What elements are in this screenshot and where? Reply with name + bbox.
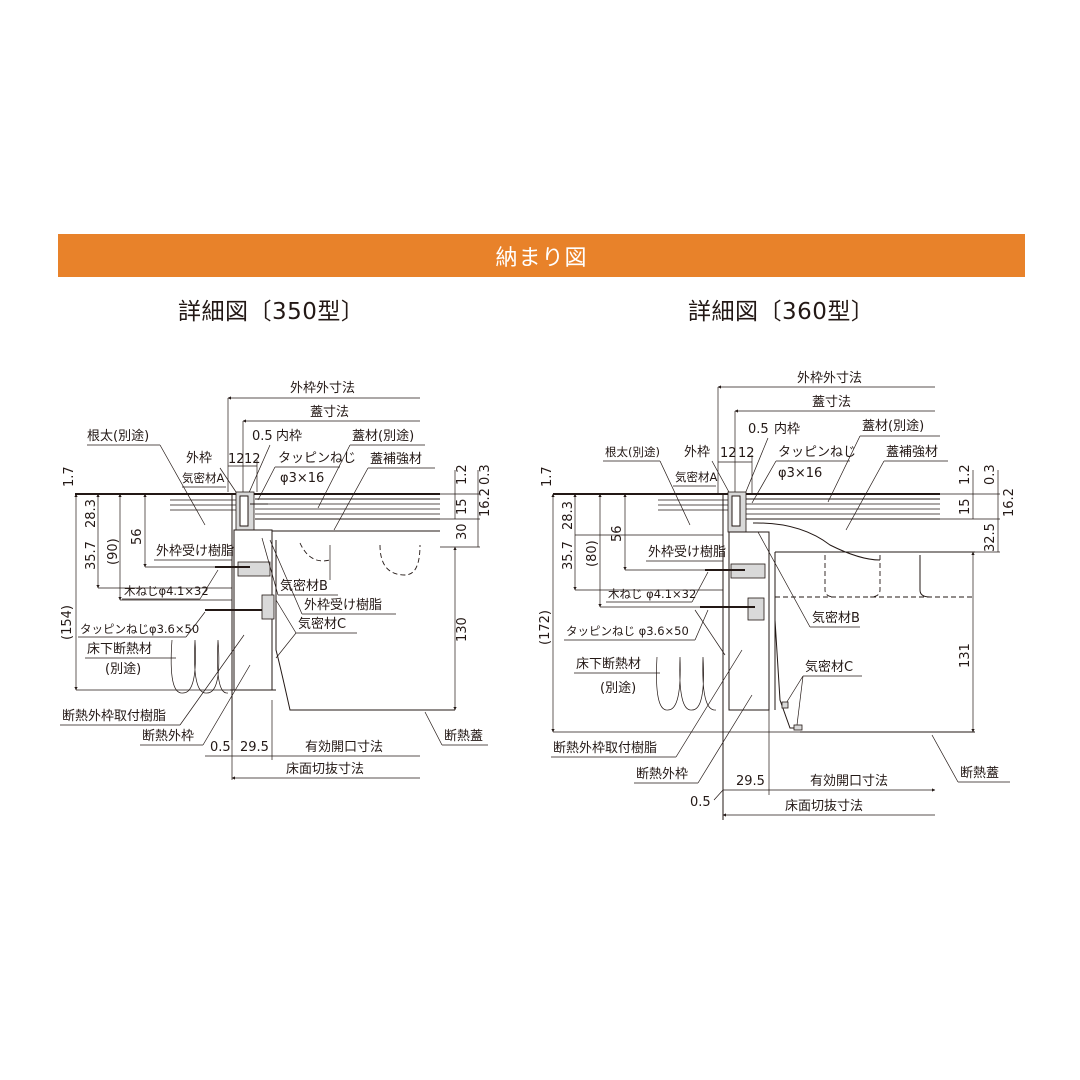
dim-right-mid-360: 32.5 (983, 523, 998, 552)
tapping-screw-large-label-360: タッピンねじ φ3.6×50 (566, 624, 689, 638)
inner-frame-label: 内枠 (276, 428, 302, 444)
dim-frame-a: 12 (228, 452, 245, 467)
underfloor-insulation-note-360: (別途) (600, 680, 636, 696)
wood-screw-label-360: 木ねじ φ4.1×32 (608, 587, 696, 601)
wood-screw-label: 木ねじφ4.1×32 (124, 584, 209, 598)
tapping-screw-large-label: タッピンねじφ3.6×50 (80, 622, 199, 636)
section-banner: 納まり図 (58, 234, 1025, 277)
dim-right-1-2-360: 1.2 (958, 464, 973, 485)
dim-top-gap-360: 0.5 (748, 422, 769, 437)
outer-frame-label: 外枠 (186, 451, 212, 466)
lid-material-label: 蓋材(別途) (352, 428, 414, 444)
diagram-360: 外枠外寸法 蓋寸法 0.5 内枠 12 12 根太(別途) 外枠 気密材A タッ… (538, 371, 1017, 820)
diagram-title-360: 詳細図〔360型〕 (688, 299, 875, 325)
underfloor-insulation-label: 床下断熱材 (87, 642, 152, 657)
dim-left-28-3: 28.3 (84, 499, 99, 528)
effective-opening-label-360: 有効開口寸法 (810, 774, 888, 789)
outer-frame-resin-label-360: 外枠受け樹脂 (648, 545, 726, 560)
dim-left-80-360: (80) (585, 540, 600, 567)
dim-frame-a-360: 12 (720, 446, 737, 461)
tapping-screw-small-label: タッピンねじ (278, 451, 356, 466)
dim-left-90: (90) (106, 538, 121, 565)
dim-top-gap: 0.5 (252, 429, 273, 444)
dim-bottom-29-5: 29.5 (240, 740, 269, 755)
tapping-screw-small-size-360: φ3×16 (778, 466, 822, 481)
floor-cutout-label-360: 床面切抜寸法 (785, 798, 863, 814)
neda-label-360: 根太(別途) (605, 445, 660, 459)
tapping-screw-small-label-360: タッピンねじ (778, 445, 856, 460)
dim-frame-b: 12 (244, 452, 261, 467)
underfloor-insulation-label-360: 床下断熱材 (576, 657, 641, 672)
airtight-c-label: 気密材C (298, 616, 346, 632)
dim-right-depth: 130 (455, 617, 470, 642)
lid-material-label-360: 蓋材(別途) (862, 418, 924, 434)
dim-left-1-7: 1.7 (62, 466, 77, 487)
airtight-a-label: 気密材A (182, 471, 224, 485)
dim-right-0-3-360: 0.3 (983, 464, 998, 485)
outer-frame-outer-dim-label: 外枠外寸法 (290, 381, 355, 396)
inner-frame-label-360: 内枠 (774, 421, 800, 437)
dim-right-15-360: 15 (958, 498, 973, 515)
outer-frame-outer-dim-label-360: 外枠外寸法 (797, 371, 862, 386)
airtight-b-label-360: 気密材B (812, 610, 860, 626)
diagram-350: 外枠外寸法 蓋寸法 0.5 内枠 12 12 根太(別途) 外枠 気密材A タッ… (60, 381, 493, 780)
dim-right-16-2: 16.2 (478, 488, 493, 517)
dim-right-1-2: 1.2 (455, 464, 470, 485)
dim-right-depth-360: 131 (958, 643, 973, 668)
dim-right-0-3: 0.3 (478, 464, 493, 485)
effective-opening-label: 有効開口寸法 (305, 740, 383, 755)
airtight-c-label-360: 気密材C (805, 659, 853, 675)
dim-left-35-7-360: 35.7 (561, 541, 576, 570)
dim-left-56-360: 56 (610, 525, 625, 542)
insulated-lid-label: 断熱蓋 (444, 729, 483, 744)
dim-right-16-2-360: 16.2 (1002, 488, 1017, 517)
dim-frame-b-360: 12 (738, 446, 755, 461)
dim-bottom-29-5-360: 29.5 (736, 774, 765, 789)
insulated-frame-resin-label: 断熱外枠取付樹脂 (62, 709, 166, 724)
dim-left-56: 56 (130, 528, 145, 545)
dim-left-35-7: 35.7 (84, 541, 99, 570)
dim-bottom-0-5-360: 0.5 (690, 795, 711, 810)
insulated-lid-label-360: 断熱蓋 (960, 766, 999, 781)
lid-reinforcement-label: 蓋補強材 (370, 452, 422, 467)
diagram-title-350: 詳細図〔350型〕 (178, 299, 365, 325)
insulated-outer-frame-label: 断熱外枠 (142, 729, 194, 744)
dim-right-mid: 30 (455, 523, 470, 540)
outer-frame-resin-2-label: 外枠受け樹脂 (304, 598, 382, 613)
floor-cutout-label: 床面切抜寸法 (286, 761, 364, 777)
lid-dim-label: 蓋寸法 (310, 405, 349, 420)
dim-bottom-0-5: 0.5 (210, 740, 231, 755)
underfloor-insulation-note: (別途) (105, 661, 141, 677)
outer-frame-resin-label: 外枠受け樹脂 (156, 544, 234, 559)
banner-title: 納まり図 (495, 245, 588, 271)
insulated-frame-resin-label-360: 断熱外枠取付樹脂 (553, 741, 657, 756)
tapping-screw-small-size: φ3×16 (280, 471, 324, 486)
airtight-a-label-360: 気密材A (675, 470, 717, 484)
dim-left-172-360: (172) (538, 610, 553, 645)
insulated-outer-frame-label-360: 断熱外枠 (636, 767, 688, 782)
dim-left-1-7-360: 1.7 (540, 466, 555, 487)
lid-reinforcement-label-360: 蓋補強材 (886, 445, 938, 460)
outer-frame-label-360: 外枠 (684, 445, 710, 460)
dim-left-154: (154) (60, 605, 75, 640)
dim-right-15: 15 (455, 498, 470, 515)
dim-left-28-3-360: 28.3 (561, 501, 576, 530)
neda-label: 根太(別途) (87, 428, 149, 444)
lid-dim-label-360: 蓋寸法 (812, 395, 851, 410)
